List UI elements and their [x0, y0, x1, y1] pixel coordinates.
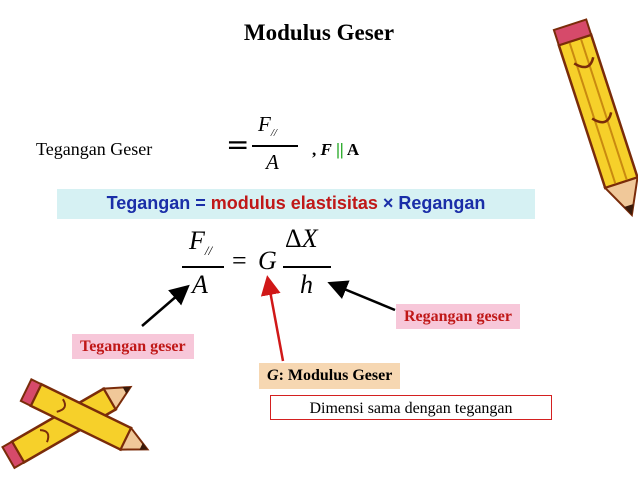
slide-title: Modulus Geser: [243, 20, 395, 45]
definition-banner: Tegangan = modulus elastisitas × Reganga…: [57, 193, 535, 214]
formula-equals: =: [232, 246, 247, 275]
shear-modulus-callout: G: Modulus Geser: [259, 363, 401, 389]
definition-banner-background: [57, 189, 535, 219]
force-symbol: F: [258, 112, 271, 136]
formula-displacement: ΔX: [285, 224, 318, 254]
delta-symbol: Δ: [285, 224, 302, 253]
modulus-symbol: G: [267, 367, 279, 384]
arrow-to-stress: [141, 284, 190, 327]
definition-denominator: A: [266, 150, 279, 174]
formula-force: F//: [189, 226, 212, 259]
condition-prefix: ,: [312, 140, 321, 159]
crossed-pencils-icon: [1, 378, 150, 470]
banner-strain: × Regangan: [377, 193, 486, 213]
formula-modulus: G: [258, 246, 277, 275]
pencil-icon: [552, 18, 638, 218]
formula-force-symbol: F: [189, 226, 205, 255]
banner-stress: Tegangan =: [106, 193, 211, 213]
definition-numerator: F//: [258, 112, 277, 139]
banner-modulus: modulus elastisitas: [210, 193, 378, 213]
parallel-subscript: //: [270, 127, 277, 140]
arrow-to-modulus: [260, 275, 285, 362]
formula-left-fraction-bar: [182, 266, 224, 268]
parallel-condition: , F || A: [312, 140, 359, 160]
arrow-to-strain: [327, 280, 396, 312]
definition-fraction-bar: [252, 145, 298, 147]
condition-force: F: [320, 140, 332, 159]
shear-stress-callout: Tegangan geser: [72, 334, 194, 359]
shear-strain-label: Regangan geser: [396, 304, 520, 329]
shear-stress-label: Tegangan Geser: [36, 139, 153, 159]
modulus-text: : Modulus Geser: [278, 367, 393, 384]
displacement-symbol: X: [301, 224, 318, 253]
condition-area: A: [346, 140, 360, 159]
formula-right-fraction-bar: [283, 266, 331, 268]
formula-area: A: [192, 270, 208, 299]
definition-equals: =: [226, 128, 250, 161]
dimension-note: Dimensi sama dengan tegangan: [270, 395, 552, 420]
formula-height: h: [300, 270, 313, 299]
formula-force-subscript: //: [204, 243, 213, 259]
condition-parallel-sign: ||: [336, 140, 344, 159]
